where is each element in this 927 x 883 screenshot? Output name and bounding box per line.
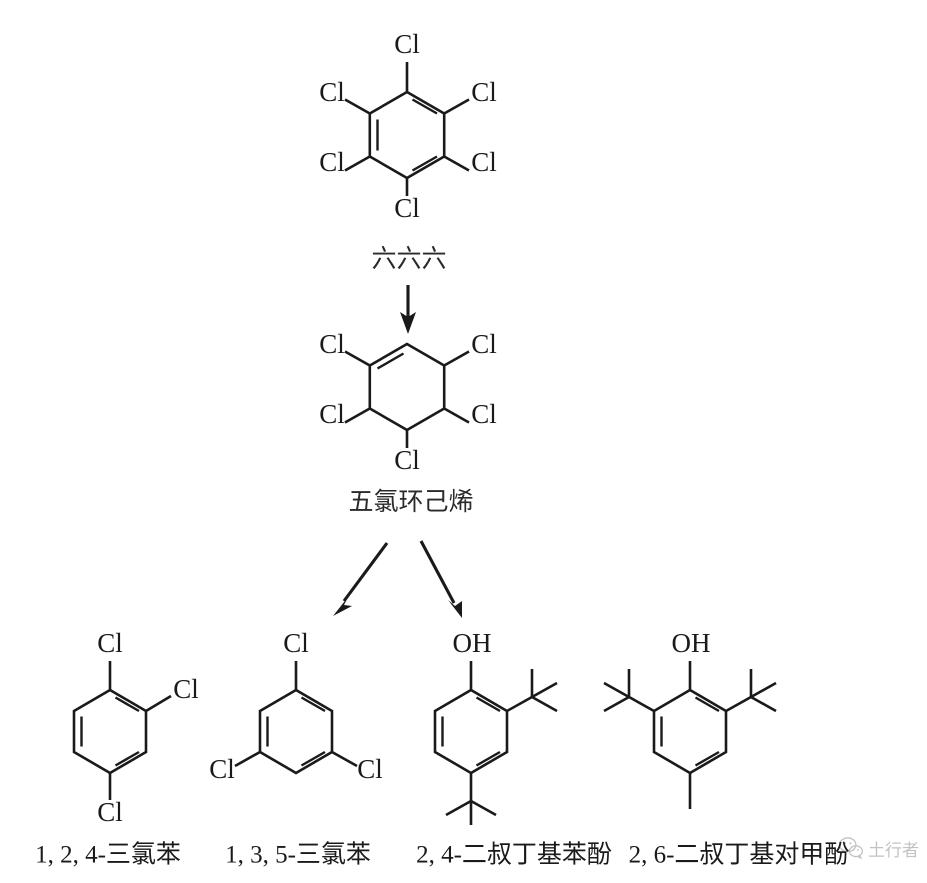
- atom-label-cl: Cl: [357, 754, 383, 784]
- compound-name-hexachlorobenzene: 六六六: [371, 244, 446, 273]
- atom-label-cl: Cl: [319, 147, 345, 177]
- atom-label-cl: Cl: [471, 329, 497, 359]
- ring-double-bond-inner: [475, 696, 501, 713]
- tbu-methyl-bond: [470, 799, 497, 817]
- structure-trichlorobenzene-135: Cl Cl Cl 1, 3, 5-三氯苯: [209, 628, 383, 869]
- atom-label-cl: Cl: [394, 29, 420, 59]
- structure-trichlorobenzene-124: Cl Cl Cl 1, 2, 4-三氯苯: [35, 628, 199, 869]
- structure-pentachlorocyclohexene: Cl Cl Cl Cl Cl 五氯环己烯: [319, 329, 497, 516]
- tert-butyl-group: [506, 669, 558, 713]
- tbu-methyl-bond: [531, 681, 558, 699]
- atom-label-cl: Cl: [471, 399, 497, 429]
- bond-to-cl: [344, 407, 371, 424]
- atom-label-cl: Cl: [471, 77, 497, 107]
- ring-double-bond-inner: [300, 750, 326, 767]
- bond-to-cl: [443, 98, 470, 115]
- tbu-methyl-bond: [603, 695, 630, 713]
- compound-caption-trichlorobenzene-135: 1, 3, 5-三氯苯: [225, 841, 371, 869]
- arrow-step1: [400, 285, 416, 334]
- bond-to-cl: [443, 407, 470, 424]
- arrow-shaft: [342, 542, 389, 602]
- atom-label-cl: Cl: [209, 754, 235, 784]
- arrow-shaft: [419, 540, 456, 604]
- compound-caption-trichlorobenzene-124: 1, 2, 4-三氯苯: [35, 841, 181, 869]
- arrow-head: [448, 600, 462, 618]
- atom-label-cl: Cl: [471, 147, 497, 177]
- compound-name-pentachlorocyclohexene: 五氯环己烯: [348, 487, 473, 516]
- benzene-ring-outline: [368, 90, 446, 180]
- bond-to-cl: [331, 750, 358, 768]
- ring-double-bond-inner: [475, 750, 501, 767]
- benzene-ring-outline: [652, 688, 728, 775]
- atom-label-oh: OH: [672, 628, 711, 658]
- atom-label-cl: Cl: [173, 674, 199, 704]
- arrow-step2-left: [333, 542, 389, 616]
- compound-caption-di-tert-butylphenol-24: 2, 4-二叔丁基苯酚: [416, 841, 612, 869]
- atom-label-cl: Cl: [319, 77, 345, 107]
- bond-to-cl: [145, 694, 172, 713]
- bond-to-cl: [443, 155, 470, 172]
- atom-label-cl: Cl: [319, 329, 345, 359]
- atom-label-cl: Cl: [97, 628, 123, 658]
- bond-to-tbu: [725, 695, 752, 713]
- cyclohexene-ring-outline: [368, 342, 446, 432]
- ring-double-bond-inner: [411, 155, 438, 172]
- bond-to-cl: [443, 350, 470, 367]
- tert-butyl-group: [603, 669, 655, 713]
- tert-butyl-group: [725, 669, 777, 713]
- atom-label-cl: Cl: [319, 399, 345, 429]
- structure-di-tert-butylphenol-24: OH 2, 4-二叔丁基苯酚: [416, 628, 612, 869]
- arrow-step2-right: [419, 540, 462, 618]
- tert-butyl-group: [445, 773, 497, 825]
- benzene-ring-outline: [72, 688, 148, 775]
- tbu-methyl-bond: [603, 681, 630, 699]
- compound-caption-di-tert-butyl-p-cresol-26: 2, 6-二叔丁基对甲酚: [629, 841, 850, 869]
- ring-double-bond-inner: [300, 696, 326, 713]
- ring-double-bond-inner: [694, 696, 720, 713]
- arrow-head: [333, 597, 352, 616]
- ring-double-bond-inner: [694, 750, 720, 767]
- tbu-methyl-bond: [531, 695, 558, 713]
- ring-double-bond-inner: [114, 696, 140, 713]
- benzene-ring-outline: [258, 688, 334, 775]
- atom-label-cl: Cl: [283, 628, 309, 658]
- atom-label-cl: Cl: [394, 193, 420, 223]
- tbu-methyl-bond: [750, 695, 777, 713]
- atom-label-oh: OH: [453, 628, 492, 658]
- arrow-head: [400, 312, 416, 334]
- bond-to-cl: [344, 350, 371, 367]
- bond-to-cl: [344, 155, 371, 172]
- ring-double-bond-inner: [114, 750, 140, 767]
- bond-to-tbu: [628, 695, 655, 713]
- structure-di-tert-butyl-p-cresol-26: OH 2, 6-二叔丁基对甲酚: [603, 628, 850, 869]
- benzene-ring-outline: [433, 688, 509, 775]
- ring-double-bond-inner: [411, 98, 438, 115]
- alkene-double-bond-inner: [376, 352, 405, 370]
- structure-hexachlorobenzene: Cl Cl Cl Cl Cl Cl 六六六: [319, 29, 497, 273]
- atom-label-cl: Cl: [97, 797, 123, 827]
- bond-to-cl: [234, 750, 261, 768]
- bond-to-cl: [344, 98, 371, 115]
- tbu-methyl-bond: [445, 799, 472, 817]
- tbu-methyl-bond: [750, 681, 777, 699]
- bond-to-tbu: [506, 695, 533, 713]
- atom-label-cl: Cl: [394, 445, 420, 475]
